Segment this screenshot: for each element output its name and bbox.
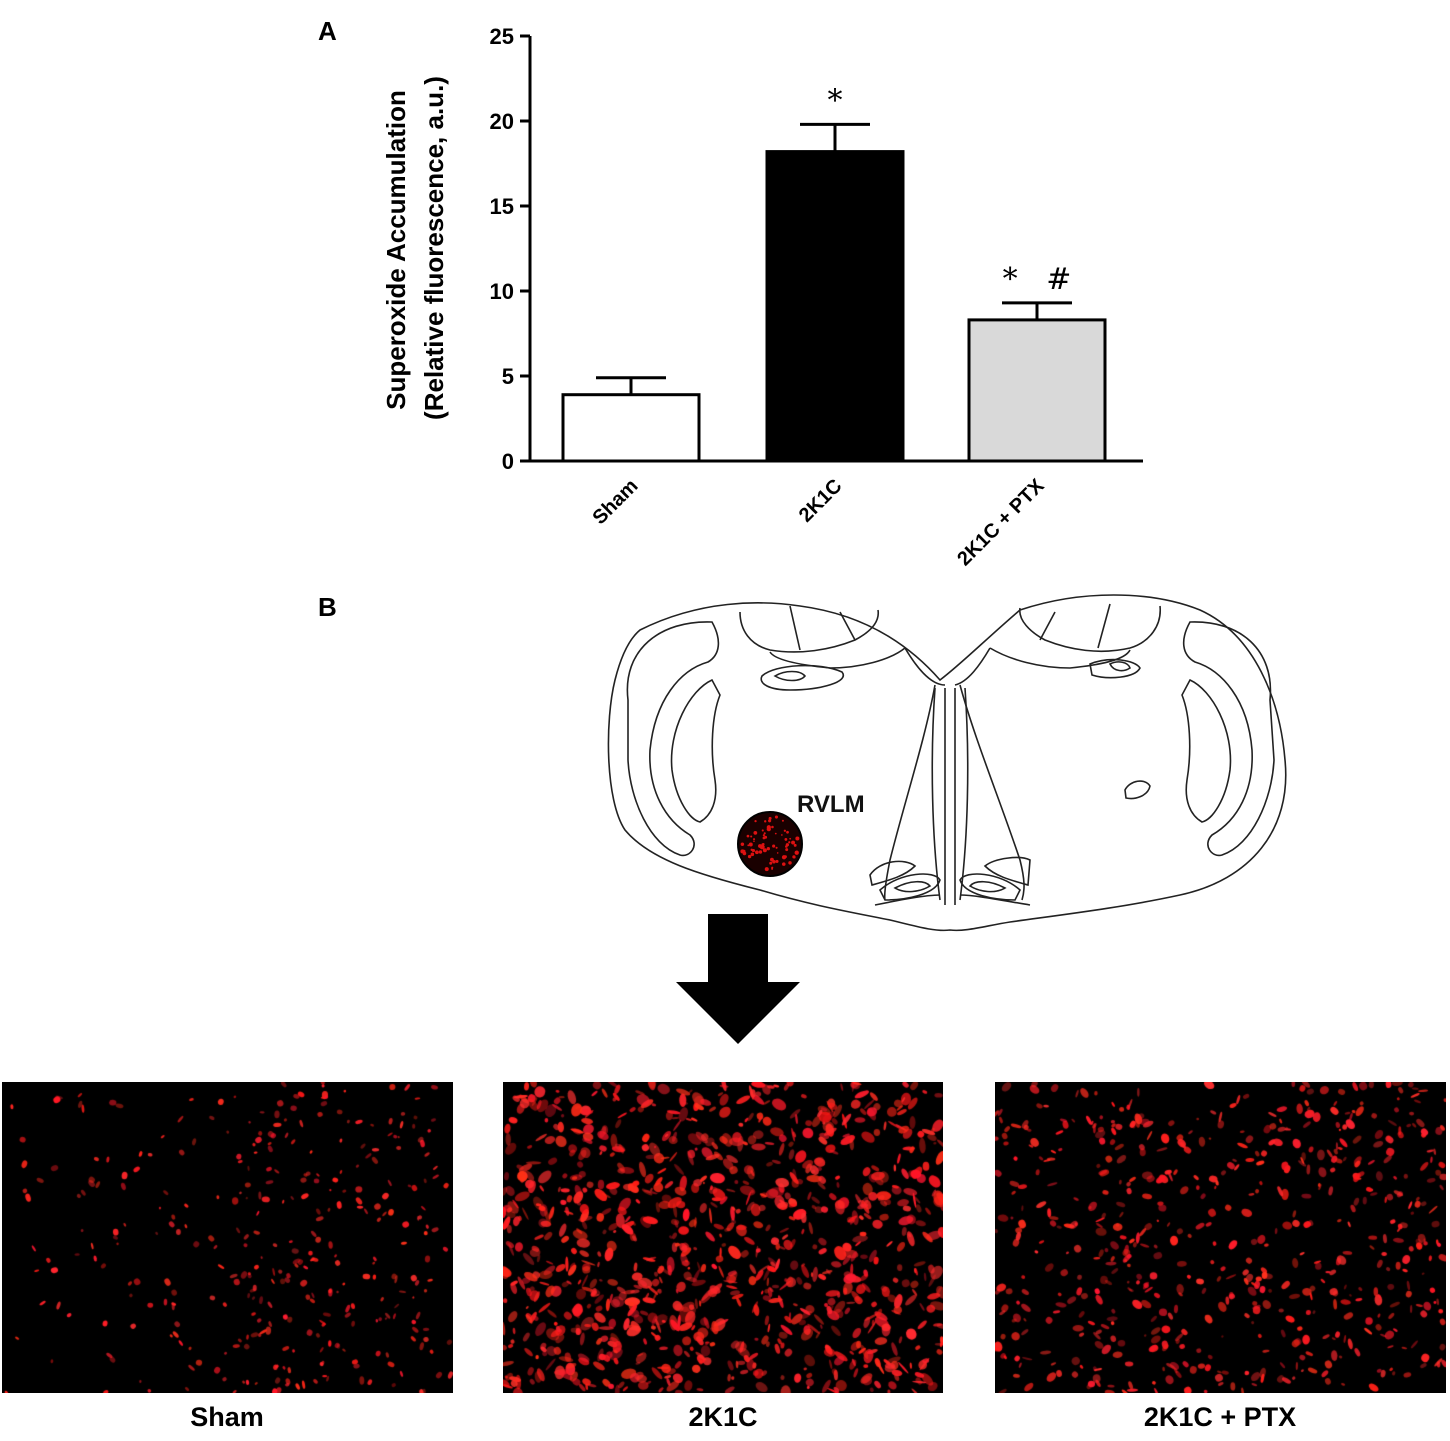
rvlm-dot [785, 848, 789, 852]
rvlm-dot [748, 842, 753, 847]
rvlm-dot [753, 840, 755, 843]
rvlm-dot [794, 850, 799, 855]
rvlm-dot [784, 855, 787, 859]
rvlm-dot [782, 862, 786, 866]
down-arrow-icon [676, 914, 800, 1044]
micrograph-label-2k1c: 2K1C [688, 1402, 758, 1432]
rvlm-dot [770, 857, 774, 862]
panel-b-label: B [318, 592, 337, 622]
rvlm-label: RVLM [797, 791, 865, 818]
bar-0 [561, 393, 701, 463]
y-tick-label: 0 [502, 449, 514, 474]
rvlm-dot [746, 834, 750, 838]
rvlm-dot [766, 825, 771, 830]
rvlm-dot [793, 843, 797, 847]
rvlm-dot [754, 820, 757, 823]
rvlm-dot [763, 832, 766, 835]
panel-a-label: A [318, 16, 337, 46]
rvlm-dot [788, 861, 792, 865]
rvlm-dot [781, 834, 783, 836]
rvlm-dot [795, 836, 800, 841]
rvlm-dot [750, 852, 755, 857]
micrograph-2k1c [503, 1082, 943, 1393]
rvlm-dot [753, 838, 756, 841]
rvlm-dot [775, 859, 779, 863]
rvlm-dot [775, 846, 778, 849]
significance-marker: * # [1003, 262, 1072, 297]
rvlm-dot [751, 849, 756, 853]
rvlm-dot [769, 861, 773, 865]
rvlm-fluorescence-dots [740, 815, 800, 872]
y-axis-title-line2: (Relative fluorescence, a.u.) [419, 76, 449, 420]
rvlm-dot [785, 843, 789, 847]
micrograph-sham [2, 1082, 453, 1393]
brainstem-outline [607, 594, 1287, 932]
rvlm-dot [768, 816, 772, 820]
rvlm-dot [758, 850, 763, 854]
rvlm-dot [781, 819, 784, 822]
rvlm-dot [774, 815, 779, 819]
y-tick-label: 25 [490, 24, 514, 49]
rvlm-dot [761, 829, 764, 832]
rvlm-dot [762, 848, 767, 853]
rvlm-dot [784, 837, 788, 841]
chart-bars: * * # [561, 83, 1107, 463]
y-axis-title-line1: Superoxide Accumulation [381, 90, 411, 410]
rvlm-dot [747, 854, 752, 859]
rvlm-dot [793, 856, 796, 859]
significance-marker: * [828, 83, 843, 118]
rvlm-dot [762, 836, 766, 840]
rvlm-dot [750, 835, 753, 838]
bar-2 [967, 318, 1107, 463]
micrograph-2k1c-ptx [995, 1082, 1446, 1393]
rvlm-dot [755, 850, 759, 855]
rvlm-dot [740, 842, 745, 846]
rvlm-dot [742, 851, 747, 856]
rvlm-dot [792, 841, 795, 844]
y-tick-label: 5 [502, 364, 514, 389]
micrograph-label-sham: Sham [190, 1402, 264, 1432]
rvlm-dot [753, 831, 758, 835]
y-tick-label: 10 [490, 279, 514, 304]
rvlm-dot [786, 830, 789, 834]
rvlm-dot [764, 820, 767, 823]
rvlm-dot [771, 825, 774, 829]
rvlm-dot [747, 844, 750, 847]
rvlm-dot [764, 867, 769, 872]
rvlm-dot [772, 844, 776, 848]
rvlm-dot [766, 847, 770, 851]
brainstem-atlas-diagram: RVLM [607, 594, 1287, 1044]
rvlm-dot [776, 852, 779, 854]
rvlm-dot [788, 841, 791, 844]
rvlm-dot [789, 837, 791, 840]
y-tick-label: 20 [490, 109, 514, 134]
micrograph-label-2k1c-ptx: 2K1C + PTX [1143, 1402, 1297, 1432]
rvlm-dot [774, 832, 777, 835]
rvlm-dot [762, 834, 765, 837]
rvlm-region [737, 811, 803, 877]
rvlm-dot [768, 819, 772, 823]
y-tick-label: 15 [490, 194, 514, 219]
bar-1 [765, 150, 905, 463]
rvlm-dot [771, 867, 774, 870]
bar-chart: 0 5 10 15 20 25 * * # Superoxide Accumulation (… [381, 24, 1143, 570]
rvlm-dot [760, 844, 765, 850]
rvlm-dot [783, 829, 786, 832]
